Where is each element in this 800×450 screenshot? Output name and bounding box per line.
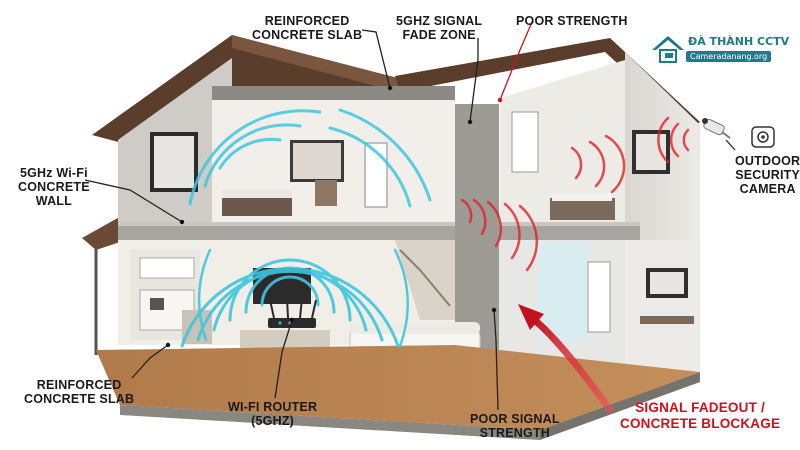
brand-site: Cameradanang.org bbox=[686, 51, 772, 62]
upper-floor bbox=[118, 52, 700, 372]
label-concrete-wall: 5GHz Wi-Fi CONCRETE WALL bbox=[18, 166, 90, 208]
wifi-router-icon bbox=[268, 297, 317, 328]
house-logo-icon bbox=[652, 36, 684, 63]
signal-fadeout-arrow bbox=[518, 304, 614, 414]
camera-legend-icon bbox=[751, 126, 775, 148]
callout-dots bbox=[165, 85, 503, 348]
brand-watermark: ĐÀ THÀNH CCTV Cameradanang.org bbox=[650, 28, 789, 74]
concrete-slab-bottom bbox=[96, 345, 700, 440]
signal-rings-lower bbox=[180, 248, 409, 348]
weak-signal-arcs bbox=[460, 116, 690, 272]
brand-name: ĐÀ THÀNH CCTV bbox=[688, 35, 790, 48]
label-poor-signal-strength: POOR SIGNAL STRENGTH bbox=[470, 412, 560, 440]
callout-lines bbox=[84, 29, 736, 411]
label-signal-fade-zone: 5GHz SIGNAL FADE ZONE bbox=[396, 14, 483, 42]
callout-lines-red bbox=[499, 21, 533, 101]
label-outdoor-camera: OUTDOOR SECURITY CAMERA bbox=[735, 154, 800, 196]
label-reinforced-slab-bottom: REINFORCED CONCRETE SLAB bbox=[24, 378, 135, 406]
security-camera-icon bbox=[702, 118, 731, 139]
label-poor-strength: POOR STRENGTH bbox=[516, 14, 628, 28]
label-signal-fadeout: SIGNAL FADEOUT / CONCRETE BLOCKAGE bbox=[620, 400, 781, 431]
label-wifi-router: WI-FI ROUTER (5GHz) bbox=[228, 400, 318, 428]
signal-rings-upper bbox=[188, 108, 432, 208]
concrete-slab-middle bbox=[118, 222, 640, 240]
label-reinforced-slab-top: REINFORCED CONCRETE SLAB bbox=[252, 14, 363, 42]
